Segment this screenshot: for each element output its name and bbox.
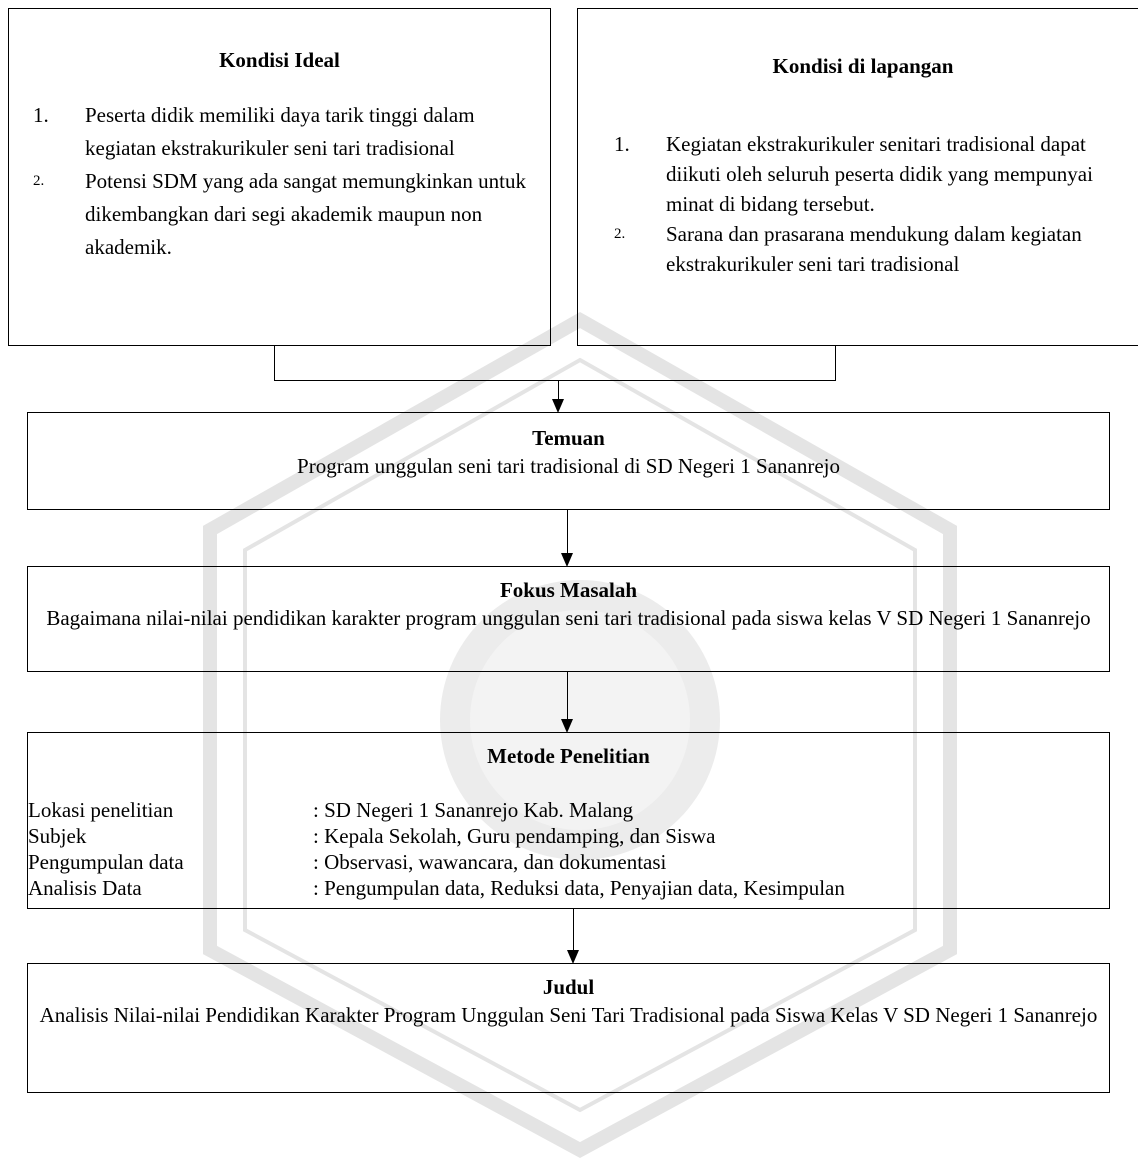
- list-number: 1.: [33, 103, 49, 127]
- kondisi-lapangan-title: Kondisi di lapangan: [772, 54, 954, 78]
- kondisi-ideal-title: Kondisi Ideal: [219, 48, 340, 72]
- arrow-down-icon: [552, 399, 564, 413]
- metode-value: : SD Negeri 1 Sananrejo Kab. Malang: [313, 798, 634, 822]
- connector-line: [573, 909, 574, 951]
- list-item: 2. Sarana dan prasarana mendukung dalam …: [614, 219, 1138, 279]
- metode-row: Subjek : Kepala Sekolah, Guru pendamping…: [28, 823, 845, 849]
- kondisi-lapangan-box: Kondisi di lapangan 1. Kegiatan ekstraku…: [577, 8, 1138, 346]
- kondisi-ideal-list: 1. Peserta didik memiliki daya tarik tin…: [33, 99, 533, 264]
- metode-label: Subjek: [28, 824, 87, 848]
- connector-line: [567, 510, 568, 554]
- fokus-masalah-box: Fokus Masalah Bagaimana nilai-nilai pend…: [27, 566, 1110, 672]
- metode-label: Analisis Data: [28, 876, 142, 900]
- temuan-text: Program unggulan seni tari tradisional d…: [297, 454, 840, 478]
- list-number: 1.: [614, 132, 630, 156]
- arrow-down-icon: [561, 553, 573, 567]
- temuan-title: Temuan: [532, 426, 605, 450]
- fokus-masalah-text: Bagaimana nilai-nilai pendidikan karakte…: [46, 606, 1091, 630]
- metode-value: : Pengumpulan data, Reduksi data, Penyaj…: [313, 876, 845, 900]
- arrow-down-icon: [561, 719, 573, 733]
- judul-box: Judul Analisis Nilai-nilai Pendidikan Ka…: [27, 963, 1110, 1093]
- bracket-left-vertical: [274, 346, 275, 380]
- list-number: 2.: [614, 226, 626, 242]
- metode-details: Lokasi penelitian : SD Negeri 1 Sananrej…: [28, 797, 845, 901]
- temuan-box: Temuan Program unggulan seni tari tradis…: [27, 412, 1110, 510]
- metode-row: Lokasi penelitian : SD Negeri 1 Sananrej…: [28, 797, 845, 823]
- kondisi-ideal-box: Kondisi Ideal 1. Peserta didik memiliki …: [8, 8, 551, 346]
- arrow-down-icon: [567, 950, 579, 964]
- list-text: Sarana dan prasarana mendukung dalam keg…: [666, 222, 1082, 276]
- list-text: Peserta didik memiliki daya tarik tinggi…: [85, 103, 475, 160]
- metode-row: Pengumpulan data : Observasi, wawancara,…: [28, 849, 845, 875]
- metode-value: : Kepala Sekolah, Guru pendamping, dan S…: [313, 824, 716, 848]
- bracket-horizontal: [274, 380, 836, 381]
- metode-penelitian-box: Metode Penelitian Lokasi penelitian : SD…: [27, 732, 1110, 909]
- metode-penelitian-title: Metode Penelitian: [487, 744, 650, 768]
- metode-label: Lokasi penelitian: [28, 798, 174, 822]
- list-number: 2.: [33, 173, 45, 189]
- fokus-masalah-title: Fokus Masalah: [499, 578, 638, 602]
- connector-line: [567, 672, 568, 720]
- list-text: Potensi SDM yang ada sangat memungkinkan…: [85, 169, 526, 259]
- list-item: 1. Peserta didik memiliki daya tarik tin…: [33, 99, 533, 165]
- bracket-right-vertical: [835, 346, 836, 380]
- judul-text: Analisis Nilai-nilai Pendidikan Karakter…: [39, 1003, 1098, 1027]
- metode-label: Pengumpulan data: [28, 850, 184, 874]
- judul-title: Judul: [542, 975, 595, 999]
- metode-value: : Observasi, wawancara, dan dokumentasi: [313, 850, 667, 874]
- list-item: 1. Kegiatan ekstrakurikuler senitari tra…: [614, 129, 1138, 219]
- metode-row: Analisis Data : Pengumpulan data, Reduks…: [28, 875, 845, 901]
- list-text: Kegiatan ekstrakurikuler senitari tradis…: [666, 132, 1093, 216]
- connector-line: [558, 380, 559, 400]
- kondisi-lapangan-list: 1. Kegiatan ekstrakurikuler senitari tra…: [614, 129, 1138, 279]
- list-item: 2. Potensi SDM yang ada sangat memungkin…: [33, 165, 533, 264]
